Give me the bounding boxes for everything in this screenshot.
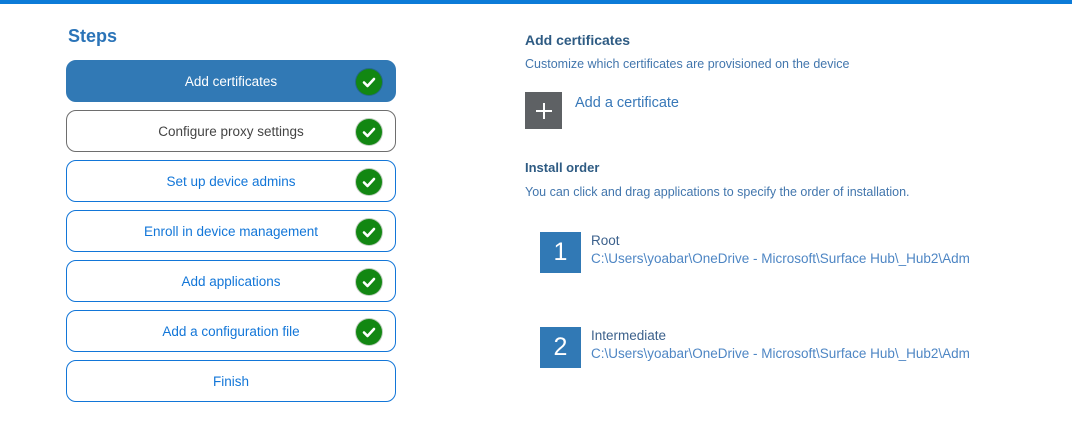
step-label: Add a configuration file — [162, 323, 300, 339]
add-certificate-label: Add a certificate — [575, 95, 679, 111]
check-icon — [356, 219, 382, 245]
cert-path: C:\Users\yoabar\OneDrive - Microsoft\Sur… — [591, 346, 970, 361]
top-accent-bar — [0, 0, 1072, 4]
step-configure-proxy-settings[interactable]: Configure proxy settings — [66, 110, 396, 152]
cert-item-text: Intermediate C:\Users\yoabar\OneDrive - … — [591, 327, 970, 361]
install-order-title: Install order — [525, 160, 600, 175]
check-icon — [356, 319, 382, 345]
main-content: Add certificates Customize which certifi… — [525, 32, 1045, 368]
cert-name: Intermediate — [591, 328, 667, 343]
steps-sidebar: Steps Add certificates Configure proxy s… — [66, 26, 396, 410]
step-finish[interactable]: Finish — [66, 360, 396, 402]
step-label: Add certificates — [184, 73, 278, 89]
step-add-certificates[interactable]: Add certificates — [66, 60, 396, 102]
check-icon — [356, 69, 382, 95]
add-certificate-button[interactable]: Add a certificate — [525, 92, 1045, 129]
step-add-a-configuration-file[interactable]: Add a configuration file — [66, 310, 396, 352]
step-label: Configure proxy settings — [158, 123, 304, 139]
step-label: Enroll in device management — [143, 223, 319, 239]
install-order-item-root[interactable]: 1 Root C:\Users\yoabar\OneDrive - Micros… — [540, 232, 1045, 273]
step-set-up-device-admins[interactable]: Set up device admins — [66, 160, 396, 202]
step-enroll-in-device-management[interactable]: Enroll in device management — [66, 210, 396, 252]
cert-item-text: Root C:\Users\yoabar\OneDrive - Microsof… — [591, 232, 970, 266]
page-subtitle: Customize which certificates are provisi… — [525, 57, 850, 71]
cert-path: C:\Users\yoabar\OneDrive - Microsoft\Sur… — [591, 251, 970, 266]
cert-name: Root — [591, 233, 620, 248]
page-title: Add certificates — [525, 32, 631, 48]
plus-icon[interactable] — [525, 92, 562, 129]
check-icon — [356, 169, 382, 195]
check-icon — [356, 119, 382, 145]
check-icon — [356, 269, 382, 295]
order-number-badge: 2 — [540, 327, 581, 368]
step-label: Finish — [212, 373, 249, 389]
install-order-item-intermediate[interactable]: 2 Intermediate C:\Users\yoabar\OneDrive … — [540, 327, 1045, 368]
install-order-description: You can click and drag applications to s… — [525, 185, 910, 199]
step-add-applications[interactable]: Add applications — [66, 260, 396, 302]
order-number-badge: 1 — [540, 232, 581, 273]
step-label: Add applications — [181, 273, 281, 289]
step-label: Set up device admins — [166, 173, 296, 189]
steps-title: Steps — [68, 26, 118, 46]
